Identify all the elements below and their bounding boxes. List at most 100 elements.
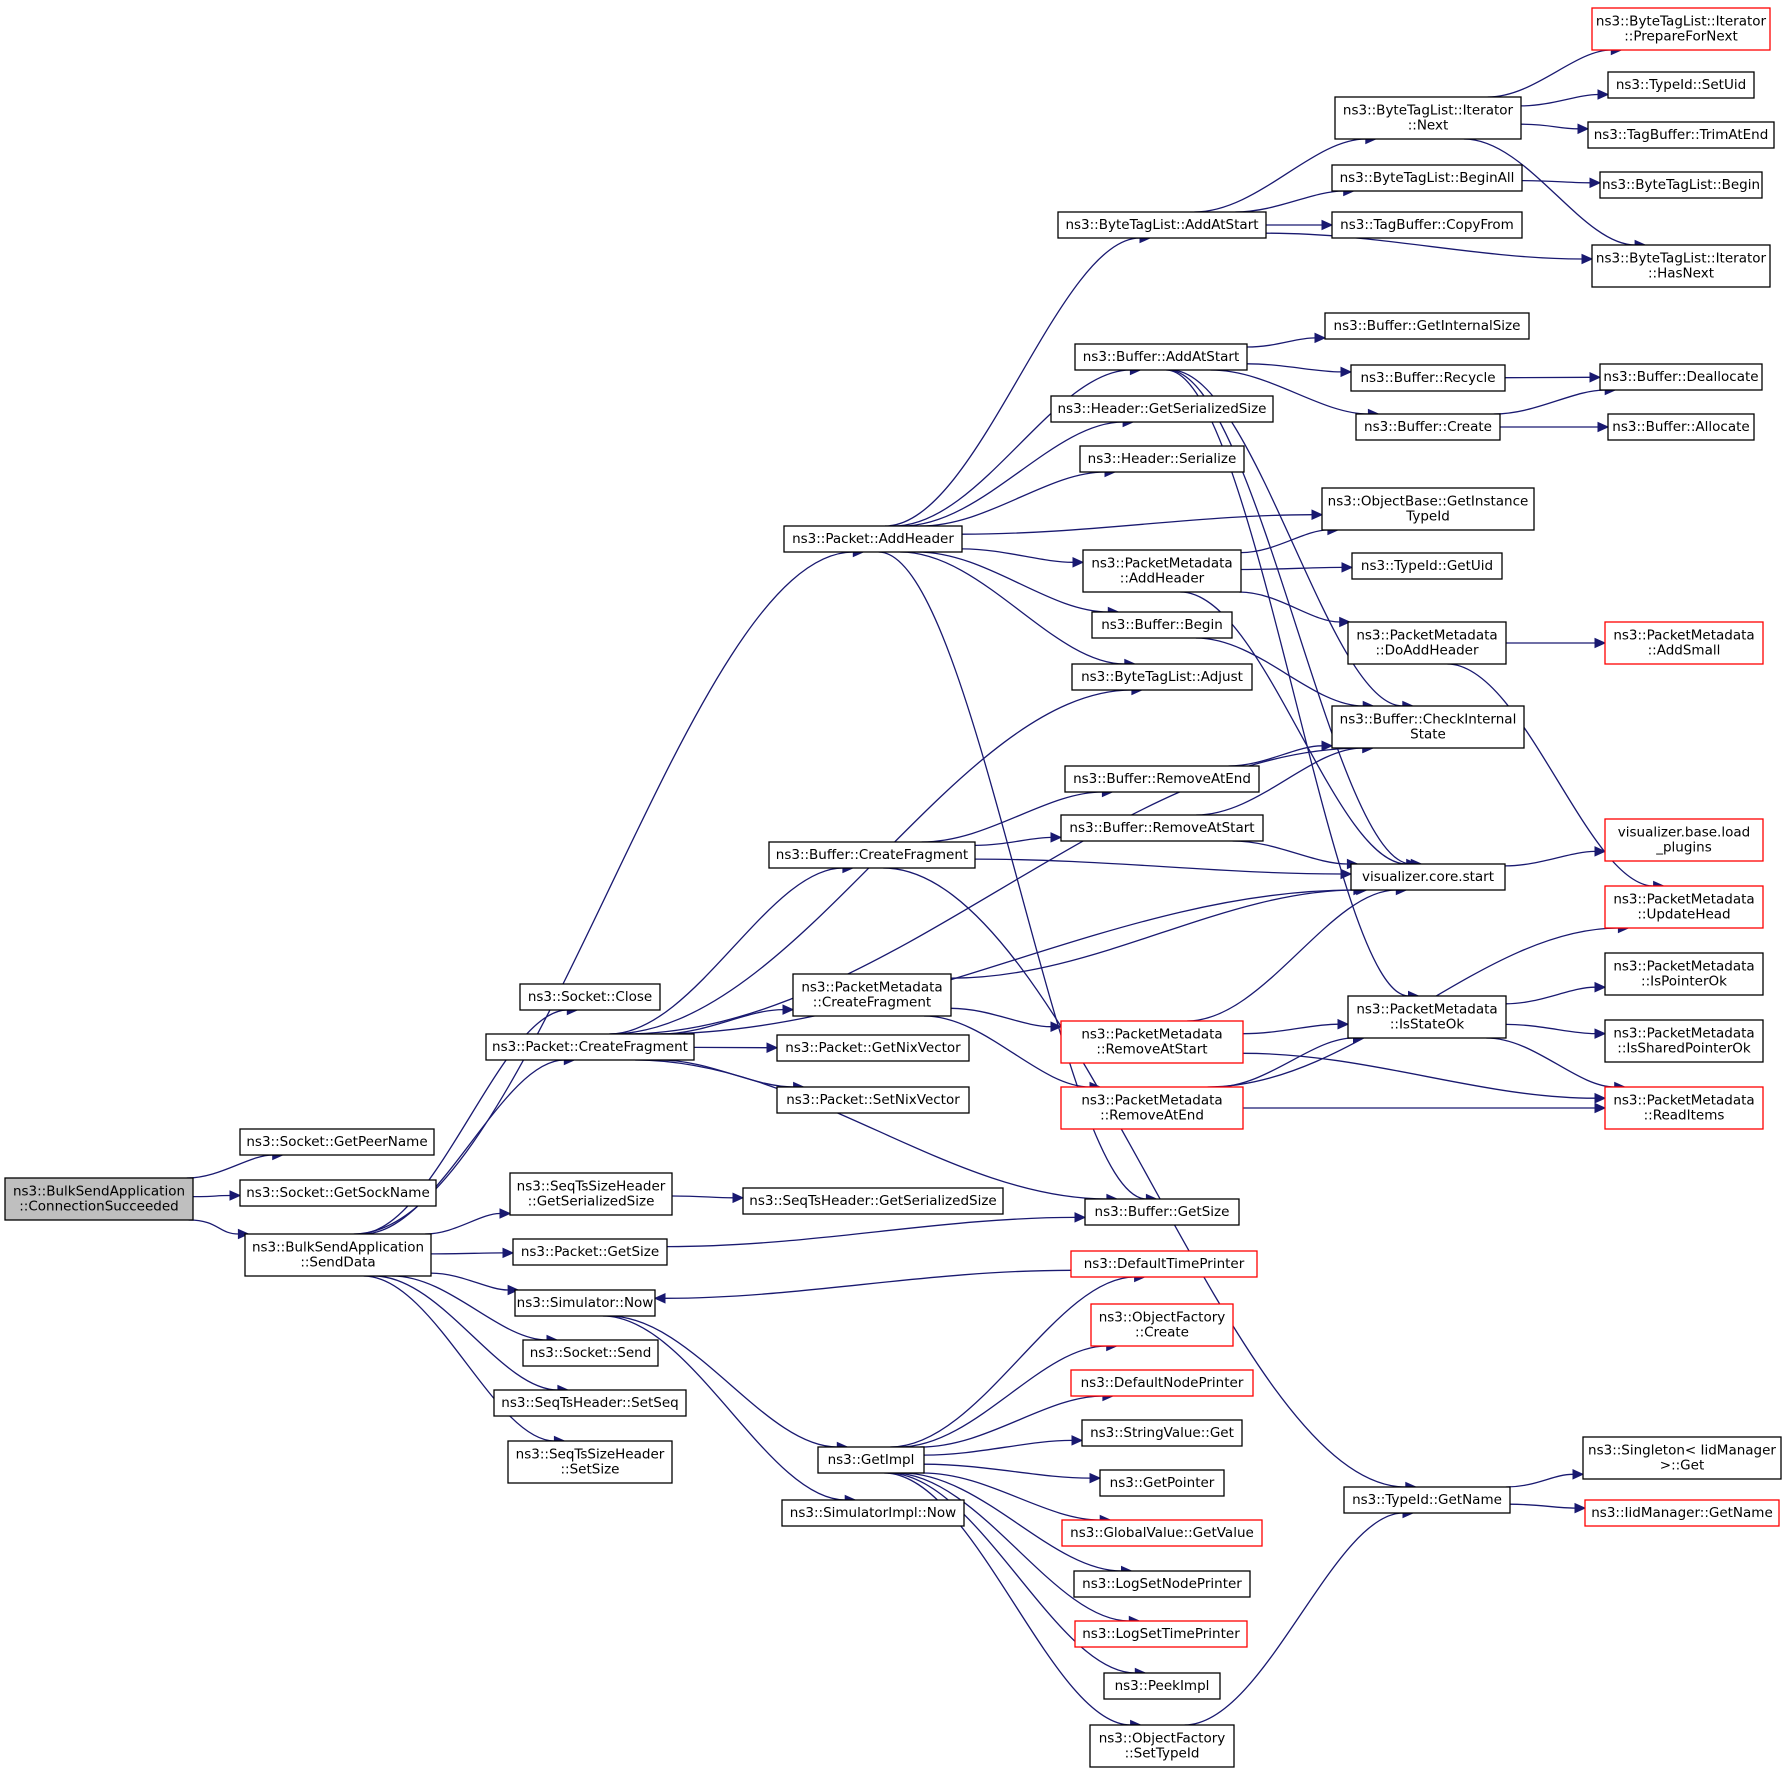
node-getpeer[interactable]: ns3::Socket::GetPeerName (239, 1128, 435, 1156)
node-box (1060, 1086, 1244, 1130)
edge-line (635, 1059, 1107, 1200)
node-bremend[interactable]: ns3::Buffer::RemoveAtEnd (1064, 765, 1260, 793)
node-btlinext[interactable]: ns3::ByteTagList::Iterator::Next (1334, 96, 1522, 140)
node-getnix[interactable]: ns3::Packet::GetNixVector (776, 1034, 970, 1062)
node-deftime[interactable]: ns3::DefaultTimePrinter (1070, 1250, 1258, 1278)
node-label: ns3::PacketMetadata (1613, 959, 1754, 975)
node-simnow[interactable]: ns3::Simulator::Now (514, 1289, 656, 1317)
node-svget[interactable]: ns3::StringValue::Get (1081, 1419, 1243, 1447)
node-bdealloc[interactable]: ns3::Buffer::Deallocate (1599, 363, 1763, 391)
node-pcf[interactable]: ns3::Packet::CreateFragment (485, 1033, 695, 1061)
node-setnix[interactable]: ns3::Packet::SetNixVector (776, 1086, 970, 1114)
node-pmisstate[interactable]: ns3::PacketMetadata::IsStateOk (1347, 995, 1507, 1039)
node-btladjust[interactable]: ns3::ByteTagList::Adjust (1071, 663, 1253, 691)
node-stsgs[interactable]: ns3::SeqTsSizeHeader::GetSerializedSize (509, 1172, 673, 1216)
edge-line (430, 1252, 504, 1255)
node-vcorestart[interactable]: visualizer.core.start (1350, 863, 1506, 891)
node-bgetinternal[interactable]: ns3::Buffer::GetInternalSize (1324, 312, 1530, 340)
node-label: ns3::TypeId::GetName (1352, 1492, 1502, 1508)
node-ssend[interactable]: ns3::Socket::Send (522, 1339, 659, 1367)
node-gvgetvalue[interactable]: ns3::GlobalValue::GetValue (1061, 1519, 1263, 1547)
arrowhead (1594, 981, 1607, 993)
node-pmcf[interactable]: ns3::PacketMetadata::CreateFragment (792, 973, 952, 1017)
node-hser[interactable]: ns3::Header::Serialize (1079, 445, 1245, 473)
node-label: ns3::PacketMetadata (1081, 1027, 1222, 1043)
node-box (1587, 121, 1775, 149)
node-box (742, 1187, 1004, 1215)
node-label: visualizer.base.load (1618, 825, 1750, 841)
node-tigetname[interactable]: ns3::TypeId::GetName (1343, 1486, 1511, 1514)
node-btlbeginall[interactable]: ns3::ByteTagList::BeginAll (1331, 164, 1523, 192)
arrowhead (1594, 1092, 1607, 1104)
node-bgetsize[interactable]: ns3::Buffer::GetSize (1084, 1198, 1240, 1226)
node-pmreaditems[interactable]: ns3::PacketMetadata::ReadItems (1604, 1086, 1764, 1130)
node-box (1070, 1250, 1258, 1278)
node-setseq[interactable]: ns3::SeqTsHeader::SetSeq (493, 1389, 687, 1417)
node-tigetuid[interactable]: ns3::TypeId::GetUid (1351, 552, 1503, 580)
node-getpointer[interactable]: ns3::GetPointer (1099, 1469, 1225, 1497)
node-pmupdatehead[interactable]: ns3::PacketMetadata::UpdateHead (1604, 885, 1764, 929)
node-getimpl[interactable]: ns3::GetImpl (817, 1446, 925, 1474)
node-bbegin[interactable]: ns3::Buffer::Begin (1091, 611, 1233, 639)
node-bcreate[interactable]: ns3::Buffer::Create (1355, 413, 1501, 441)
node-stgs[interactable]: ns3::SeqTsHeader::GetSerializedSize (742, 1187, 1004, 1215)
node-box (1074, 1620, 1248, 1648)
node-root[interactable]: ns3::BulkSendApplication::ConnectionSucc… (4, 1177, 194, 1221)
node-senddata[interactable]: ns3::BulkSendApplication::SendData (244, 1233, 432, 1277)
node-tbcopyfrom[interactable]: ns3::TagBuffer::CopyFrom (1331, 211, 1523, 239)
node-box (1060, 814, 1264, 842)
edge-line (901, 1472, 1122, 1572)
node-box (1591, 244, 1771, 288)
node-logsetnode[interactable]: ns3::LogSetNodePrinter (1073, 1570, 1251, 1598)
edge-line (1520, 123, 1579, 130)
edge-line (666, 1216, 1076, 1248)
node-pmisshared[interactable]: ns3::PacketMetadata::IsSharedPointerOk (1604, 1019, 1764, 1063)
call-edge (608, 1315, 849, 1453)
edge-line (1196, 747, 1363, 816)
edge-line (878, 551, 1147, 1200)
node-vbaseload[interactable]: visualizer.base.load_plugins (1604, 818, 1764, 862)
edge-line (1265, 232, 1583, 260)
node-btliprep[interactable]: ns3::ByteTagList::Iterator::PrepareForNe… (1591, 7, 1771, 51)
node-pmremstart[interactable]: ns3::PacketMetadata::RemoveAtStart (1060, 1020, 1244, 1064)
node-simimplnow[interactable]: ns3::SimulatorImpl::Now (781, 1499, 965, 1527)
node-pmaddsmall[interactable]: ns3::PacketMetadata::AddSmall (1604, 621, 1764, 665)
node-pmaddheader[interactable]: ns3::PacketMetadata::AddHeader (1082, 549, 1242, 593)
node-ofsettypeid[interactable]: ns3::ObjectFactory::SetTypeId (1089, 1724, 1235, 1768)
node-iidgetname[interactable]: ns3::IidManager::GetName (1584, 1499, 1780, 1527)
node-bcf[interactable]: ns3::Buffer::CreateFragment (768, 841, 976, 869)
node-pmdoadd[interactable]: ns3::PacketMetadata::DoAddHeader (1347, 621, 1507, 665)
node-setsize[interactable]: ns3::SeqTsSizeHeader::SetSize (507, 1440, 673, 1484)
node-ofcreate[interactable]: ns3::ObjectFactory::Create (1090, 1303, 1234, 1347)
node-pmispointer[interactable]: ns3::PacketMetadata::IsPointerOk (1604, 952, 1764, 996)
node-bremstart[interactable]: ns3::Buffer::RemoveAtStart (1060, 814, 1264, 842)
node-label: ns3::PacketMetadata (1356, 1002, 1497, 1018)
node-sclose[interactable]: ns3::Socket::Close (519, 983, 661, 1011)
edge-line (1521, 179, 1591, 184)
node-logsettime[interactable]: ns3::LogSetTimePrinter (1074, 1620, 1248, 1648)
node-baddatstart[interactable]: ns3::Buffer::AddAtStart (1074, 343, 1248, 371)
node-label: ::PrepareForNext (1624, 29, 1738, 45)
node-hgss[interactable]: ns3::Header::GetSerializedSize (1050, 395, 1274, 423)
edge-line (961, 514, 1313, 535)
arrowhead (1072, 557, 1085, 568)
node-pgetsize[interactable]: ns3::Packet::GetSize (512, 1238, 668, 1266)
edge-line (1520, 93, 1599, 107)
node-box (781, 1499, 965, 1527)
node-singleton[interactable]: ns3::Singleton< IidManager>::Get (1582, 1436, 1782, 1480)
node-brecycle[interactable]: ns3::Buffer::Recycle (1350, 364, 1506, 392)
node-tisetuid[interactable]: ns3::TypeId::SetUid (1607, 71, 1755, 99)
node-tbtrim[interactable]: ns3::TagBuffer::TrimAtEnd (1587, 121, 1775, 149)
node-balloc[interactable]: ns3::Buffer::Allocate (1607, 413, 1755, 441)
node-pmremend[interactable]: ns3::PacketMetadata::RemoveAtEnd (1060, 1086, 1244, 1130)
node-getsock[interactable]: ns3::Socket::GetSockName (239, 1179, 437, 1207)
node-btlihasnext[interactable]: ns3::ByteTagList::Iterator::HasNext (1591, 244, 1771, 288)
node-peekimpl[interactable]: ns3::PeekImpl (1103, 1672, 1221, 1700)
node-btladdatstart[interactable]: ns3::ByteTagList::AddAtStart (1057, 211, 1267, 239)
node-defnode[interactable]: ns3::DefaultNodePrinter (1070, 1369, 1254, 1397)
node-addheader[interactable]: ns3::Packet::AddHeader (783, 525, 963, 553)
node-box (1347, 995, 1507, 1039)
node-btlbegin[interactable]: ns3::ByteTagList::Begin (1599, 171, 1763, 199)
